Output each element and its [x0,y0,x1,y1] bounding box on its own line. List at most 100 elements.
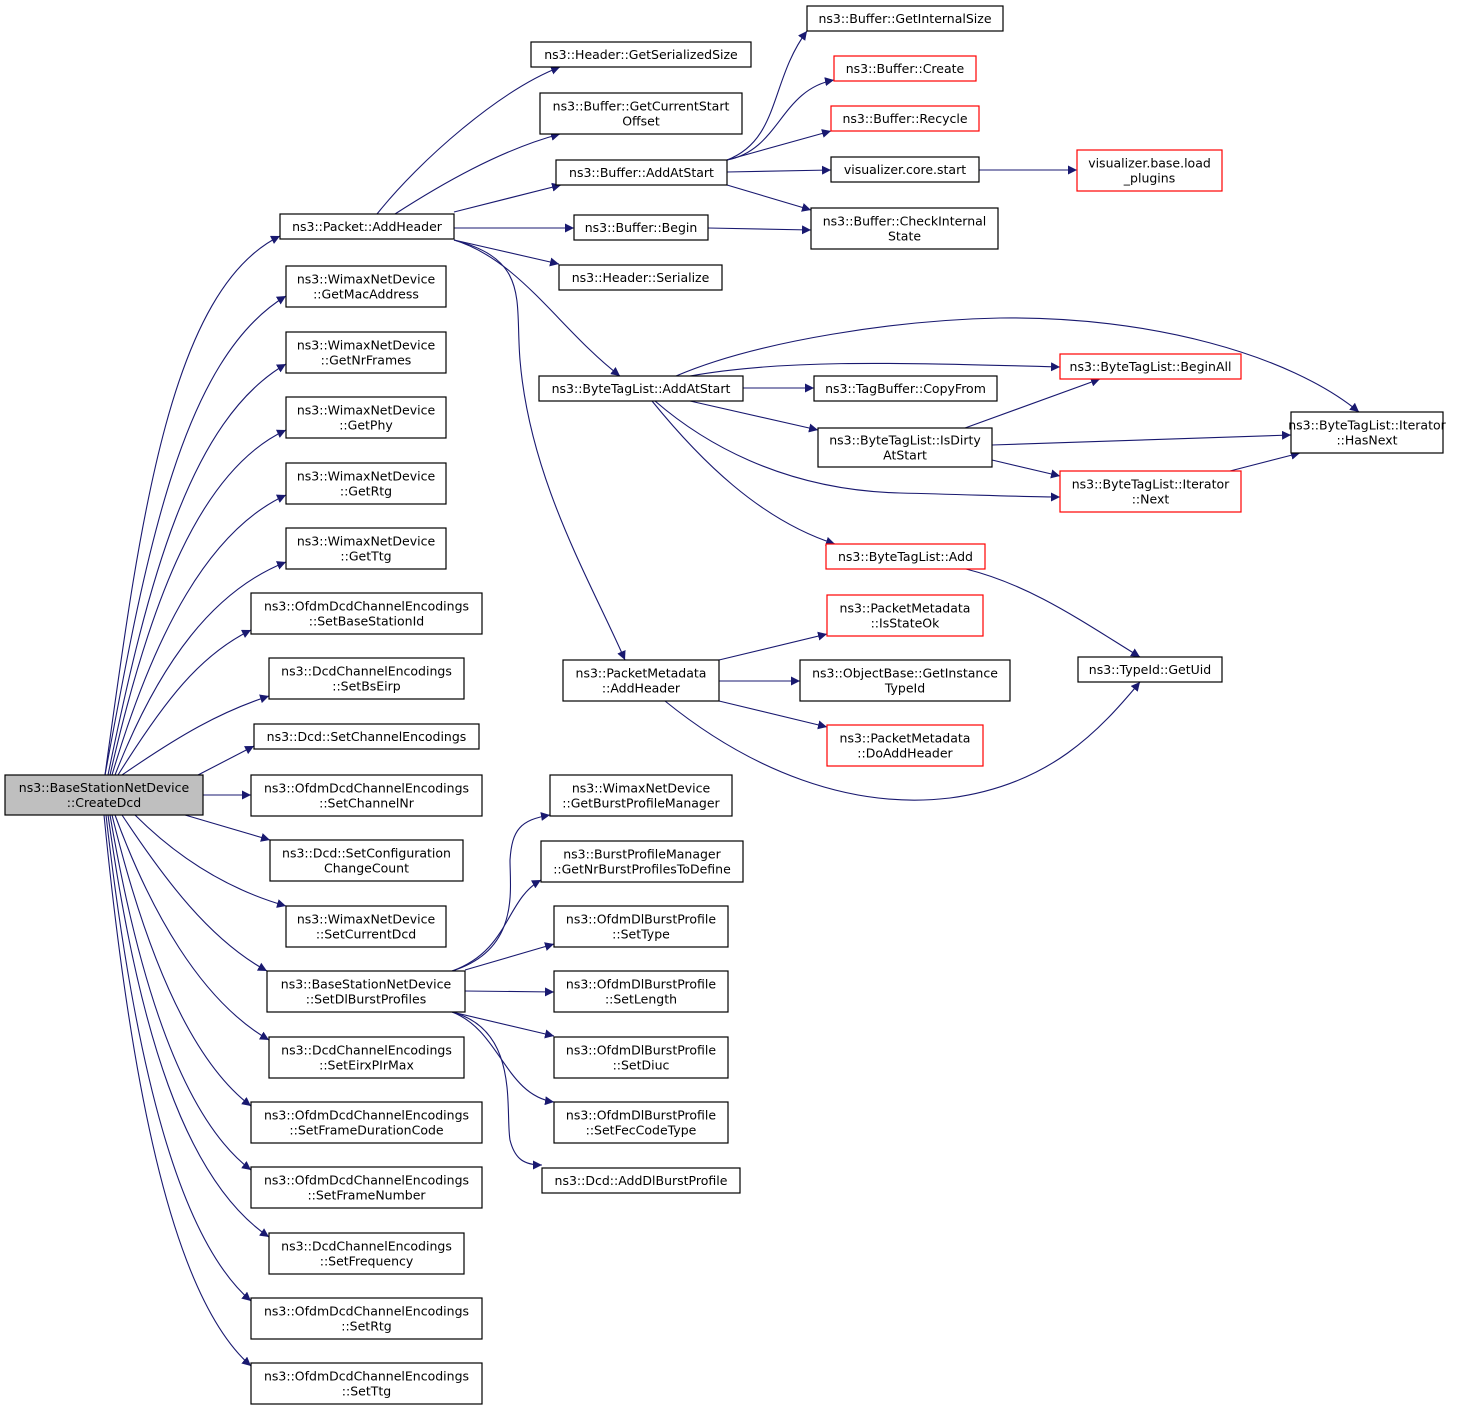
function-node-buf-getintsize[interactable]: ns3::Buffer::GetInternalSize [806,5,1004,32]
node-label: ns3::WimaxNetDevice [297,403,436,418]
function-node-wnd-getbpm[interactable]: ns3::WimaxNetDevice::GetBurstProfileMana… [549,774,733,817]
function-node-odbp-settype[interactable]: ns3::OfdmDlBurstProfile::SetType [553,905,729,948]
function-node-viz-start[interactable]: visualizer.core.start [830,156,980,183]
node-label: visualizer.core.start [844,162,966,177]
node-box [830,156,980,183]
call-edge-bsnd-setdlbp-to-dcd-adddlbp [451,1011,543,1170]
node-label: ns3::WimaxNetDevice [297,534,436,549]
function-node-btl-add[interactable]: ns3::ByteTagList::Add [825,543,986,570]
function-node-pm-doaddheader[interactable]: ns3::PacketMetadata::DoAddHeader [826,724,984,767]
call-edge-btl-addatstart-to-btl-isdirty [689,400,819,433]
node-label: ns3::WimaxNetDevice [297,469,436,484]
function-node-hdr-getsersize[interactable]: ns3::Header::GetSerializedSize [530,41,752,68]
node-box [553,905,729,948]
call-edge-root-to-dce-seteirx [114,814,270,1041]
function-node-wnd-getmac[interactable]: ns3::WimaxNetDevice::GetMacAddress [285,265,447,308]
node-label: AtStart [883,448,927,463]
node-label: ::SetBaseStationId [309,614,424,629]
node-label: ::CreateDcd [67,795,141,810]
node-box [830,105,980,132]
call-edge-pm-addheader-to-pm-doaddheader [718,700,828,730]
function-node-tid-getuid[interactable]: ns3::TypeId::GetUid [1077,656,1223,683]
function-node-odce-setfdc[interactable]: ns3::OfdmDcdChannelEncodings::SetFrameDu… [250,1101,483,1144]
node-label: ::Next [1132,492,1170,507]
function-node-dce-seteirx[interactable]: ns3::DcdChannelEncodings::SetEirxPIrMax [268,1036,465,1079]
function-node-odce-setrtg[interactable]: ns3::OfdmDcdChannelEncodings::SetRtg [250,1297,483,1340]
call-edge-root-to-dce-setfreq [107,814,270,1238]
node-label: ns3::PacketMetadata [840,601,971,616]
node-label: ns3::Dcd::SetConfiguration [282,846,451,861]
function-node-wnd-getnrframes[interactable]: ns3::WimaxNetDevice::GetNrFrames [285,331,447,374]
node-label: visualizer.base.load [1088,156,1211,171]
node-label: ns3::OfdmDcdChannelEncodings [264,1173,469,1188]
call-edge-bsnd-setdlbp-to-bpm-getnrbp [451,879,542,972]
node-label: ::GetRtg [340,484,392,499]
node-box [1059,353,1242,380]
function-node-odce-setchnr[interactable]: ns3::OfdmDcdChannelEncodings::SetChannel… [250,774,483,817]
function-node-pm-addheader[interactable]: ns3::PacketMetadata::AddHeader [562,659,720,702]
node-box [538,375,744,402]
node-label: ::SetDiuc [613,1058,670,1073]
call-edge-pkt-addheader-to-buf-getcso [394,131,561,215]
function-node-viz-loadplugins[interactable]: visualizer.base.load_plugins [1076,149,1223,192]
node-box [250,1166,483,1209]
function-node-wnd-getttg[interactable]: ns3::WimaxNetDevice::GetTtg [285,527,447,570]
function-node-bsnd-setdlbp[interactable]: ns3::BaseStationNetDevice::SetDlBurstPro… [266,970,466,1013]
node-label: ::AddHeader [602,681,681,696]
function-node-odbp-setfec[interactable]: ns3::OfdmDlBurstProfile::SetFecCodeType [553,1101,729,1144]
function-node-buf-recycle[interactable]: ns3::Buffer::Recycle [830,105,980,132]
function-node-odce-setbsid[interactable]: ns3::OfdmDcdChannelEncodings::SetBaseSta… [250,592,483,635]
node-box [1290,411,1444,454]
function-node-btl-ithasnext[interactable]: ns3::ByteTagList::Iterator::HasNext [1288,411,1447,454]
function-node-wnd-getphy[interactable]: ns3::WimaxNetDevice::GetPhy [285,396,447,439]
node-label: ::SetTtg [342,1384,391,1399]
function-node-tb-copyfrom[interactable]: ns3::TagBuffer::CopyFrom [813,375,998,402]
function-node-odbp-setdiuc[interactable]: ns3::OfdmDlBurstProfile::SetDiuc [553,1036,729,1079]
call-edge-root-to-wnd-getnrframes [107,363,287,776]
function-node-odce-setttg[interactable]: ns3::OfdmDcdChannelEncodings::SetTtg [250,1362,483,1405]
node-box [269,839,464,882]
call-edge-buf-addatstart-to-viz-start [726,165,832,175]
function-node-pm-isstateok[interactable]: ns3::PacketMetadata::IsStateOk [826,594,984,637]
function-node-odce-setfn[interactable]: ns3::OfdmDcdChannelEncodings::SetFrameNu… [250,1166,483,1209]
node-label: ns3::OfdmDlBurstProfile [566,1043,716,1058]
function-node-pkt-addheader[interactable]: ns3::Packet::AddHeader [279,213,455,240]
node-box [250,1101,483,1144]
node-box [285,462,447,505]
node-box [285,527,447,570]
call-edge-root-to-odce-setbsid [117,629,252,776]
function-node-btl-beginall[interactable]: ns3::ByteTagList::BeginAll [1059,353,1242,380]
node-box [553,970,729,1013]
node-label: ns3::Buffer::GetCurrentStart [553,99,730,114]
function-node-dcd-adddlbp[interactable]: ns3::Dcd::AddDlBurstProfile [541,1167,741,1194]
function-node-wnd-setcurdcd[interactable]: ns3::WimaxNetDevice::SetCurrentDcd [285,905,447,948]
function-node-buf-begin[interactable]: ns3::Buffer::Begin [573,214,709,241]
node-box [813,375,998,402]
function-node-btl-addatstart[interactable]: ns3::ByteTagList::AddAtStart [538,375,744,402]
function-node-dcd-setchenc[interactable]: ns3::Dcd::SetChannelEncodings [253,723,480,750]
function-node-btl-itnext[interactable]: ns3::ByteTagList::Iterator::Next [1059,470,1242,513]
function-node-root[interactable]: ns3::BaseStationNetDevice::CreateDcd [4,774,204,816]
function-node-dce-setfreq[interactable]: ns3::DcdChannelEncodings::SetFrequency [268,1232,465,1275]
call-edge-pkt-addheader-to-pm-addheader [453,239,626,661]
node-label: ::GetPhy [339,418,393,433]
call-edge-btl-addatstart-to-btl-ithasnext [675,317,1360,413]
function-node-wnd-getrtg[interactable]: ns3::WimaxNetDevice::GetRtg [285,462,447,505]
node-label: ::SetDlBurstProfiles [306,992,426,1007]
function-node-buf-create[interactable]: ns3::Buffer::Create [833,55,977,82]
function-node-odbp-setlength[interactable]: ns3::OfdmDlBurstProfile::SetLength [553,970,729,1013]
node-box [250,1297,483,1340]
function-node-hdr-serialize[interactable]: ns3::Header::Serialize [558,264,723,291]
function-node-dce-setbseirp[interactable]: ns3::DcdChannelEncodings::SetBsEirp [268,657,465,700]
node-label: ::GetTtg [340,549,391,564]
node-label: ns3::WimaxNetDevice [297,912,436,927]
call-edge-buf-addatstart-to-buf-recycle [726,129,832,161]
function-node-bpm-getnrbp[interactable]: ns3::BurstProfileManager::GetNrBurstProf… [540,840,744,883]
function-node-buf-addatstart[interactable]: ns3::Buffer::AddAtStart [555,159,728,186]
node-label: ::SetEirxPIrMax [319,1058,414,1073]
